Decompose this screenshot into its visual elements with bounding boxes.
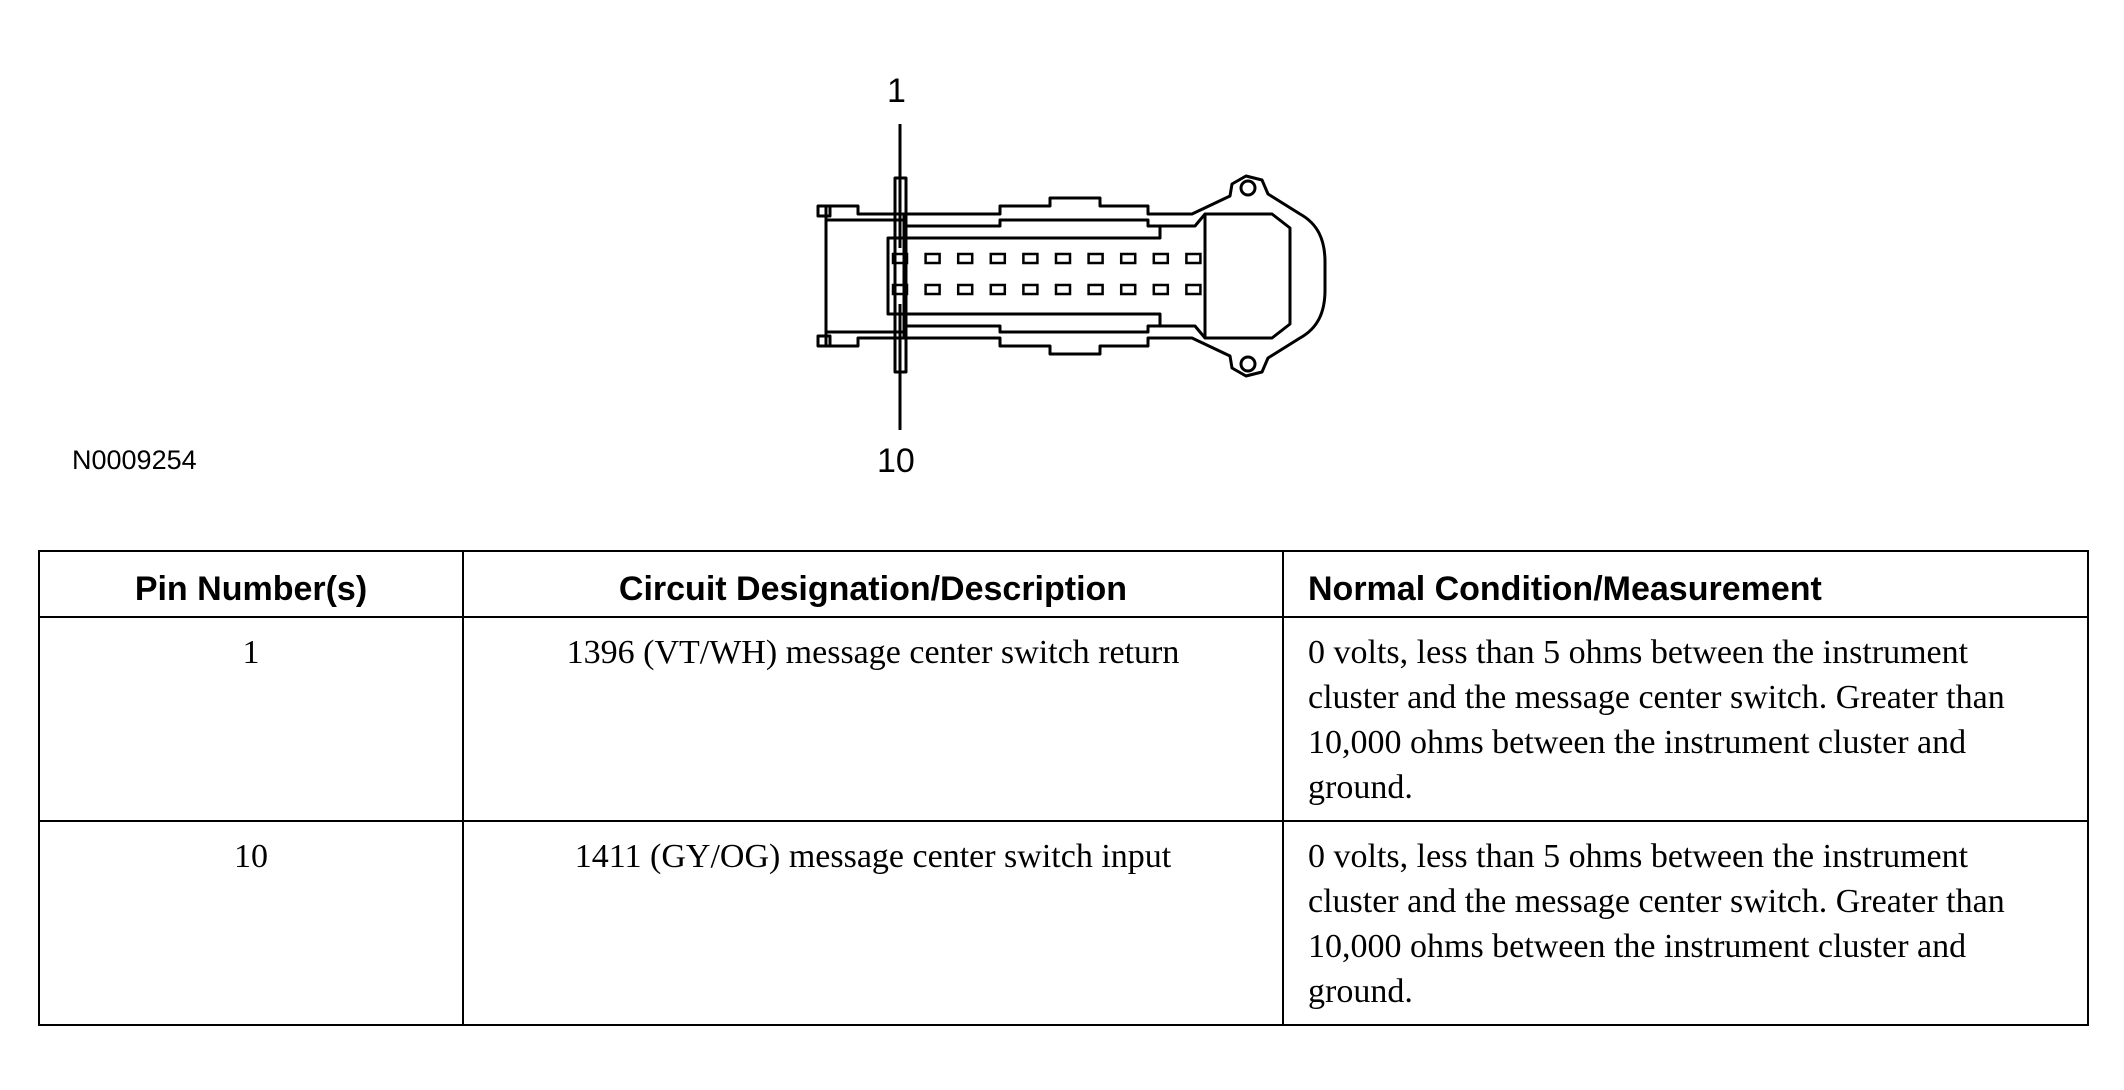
pin-1-callout: 1 <box>887 72 906 110</box>
main-housing <box>904 174 1327 378</box>
pin-terminal <box>1022 252 1039 265</box>
cell-pin: 1 <box>38 616 464 822</box>
pin-terminal <box>1054 283 1072 296</box>
pin-terminal <box>924 252 941 265</box>
cell-condition: 0 volts, less than 5 ohms between the in… <box>1282 616 2089 822</box>
pin-terminal <box>891 252 909 265</box>
table-row: 1 1396 (VT/WH) message center switch ret… <box>38 616 2089 822</box>
table-header-row: Pin Number(s) Circuit Designation/Descri… <box>38 550 2089 618</box>
pin-terminal <box>1022 283 1039 296</box>
pin-terminal <box>989 252 1007 265</box>
pin-terminal <box>956 252 974 265</box>
pin-terminal <box>1087 252 1104 265</box>
cell-pin: 10 <box>38 820 464 1026</box>
table-row: 10 1411 (GY/OG) message center switch in… <box>38 820 2089 1026</box>
pin-terminal <box>1152 283 1170 296</box>
pin-10-callout: 10 <box>877 442 915 480</box>
lower-mounting-ear <box>1239 355 1257 373</box>
header-circuit: Circuit Designation/Description <box>462 550 1284 618</box>
pin-terminal <box>1054 252 1072 265</box>
pin-terminal <box>1119 283 1137 296</box>
header-pin-number: Pin Number(s) <box>38 550 464 618</box>
pin-terminal <box>956 283 974 296</box>
terminal-cavity <box>886 212 1292 340</box>
cell-condition: 0 volts, less than 5 ohms between the in… <box>1282 820 2089 1026</box>
pin-terminal <box>924 283 941 296</box>
pin-terminal <box>1185 252 1202 265</box>
figure-id: N0009254 <box>72 445 197 475</box>
pin-terminal <box>891 283 909 296</box>
pin-terminal <box>1152 252 1170 265</box>
upper-mounting-ear <box>1239 179 1257 197</box>
pin-terminal <box>1087 283 1104 296</box>
pin-terminal <box>989 283 1007 296</box>
pin-terminal <box>1185 283 1202 296</box>
cell-circuit: 1396 (VT/WH) message center switch retur… <box>462 616 1284 822</box>
connector-drawing <box>816 124 1327 430</box>
header-condition: Normal Condition/Measurement <box>1282 550 2089 618</box>
rear-housing <box>824 204 906 348</box>
connector-figure: 1 10 N0009254 <box>0 0 2124 520</box>
cell-circuit: 1411 (GY/OG) message center switch input <box>462 820 1284 1026</box>
pin-table: Pin Number(s) Circuit Designation/Descri… <box>38 550 2089 1026</box>
pin-terminal <box>1119 252 1137 265</box>
